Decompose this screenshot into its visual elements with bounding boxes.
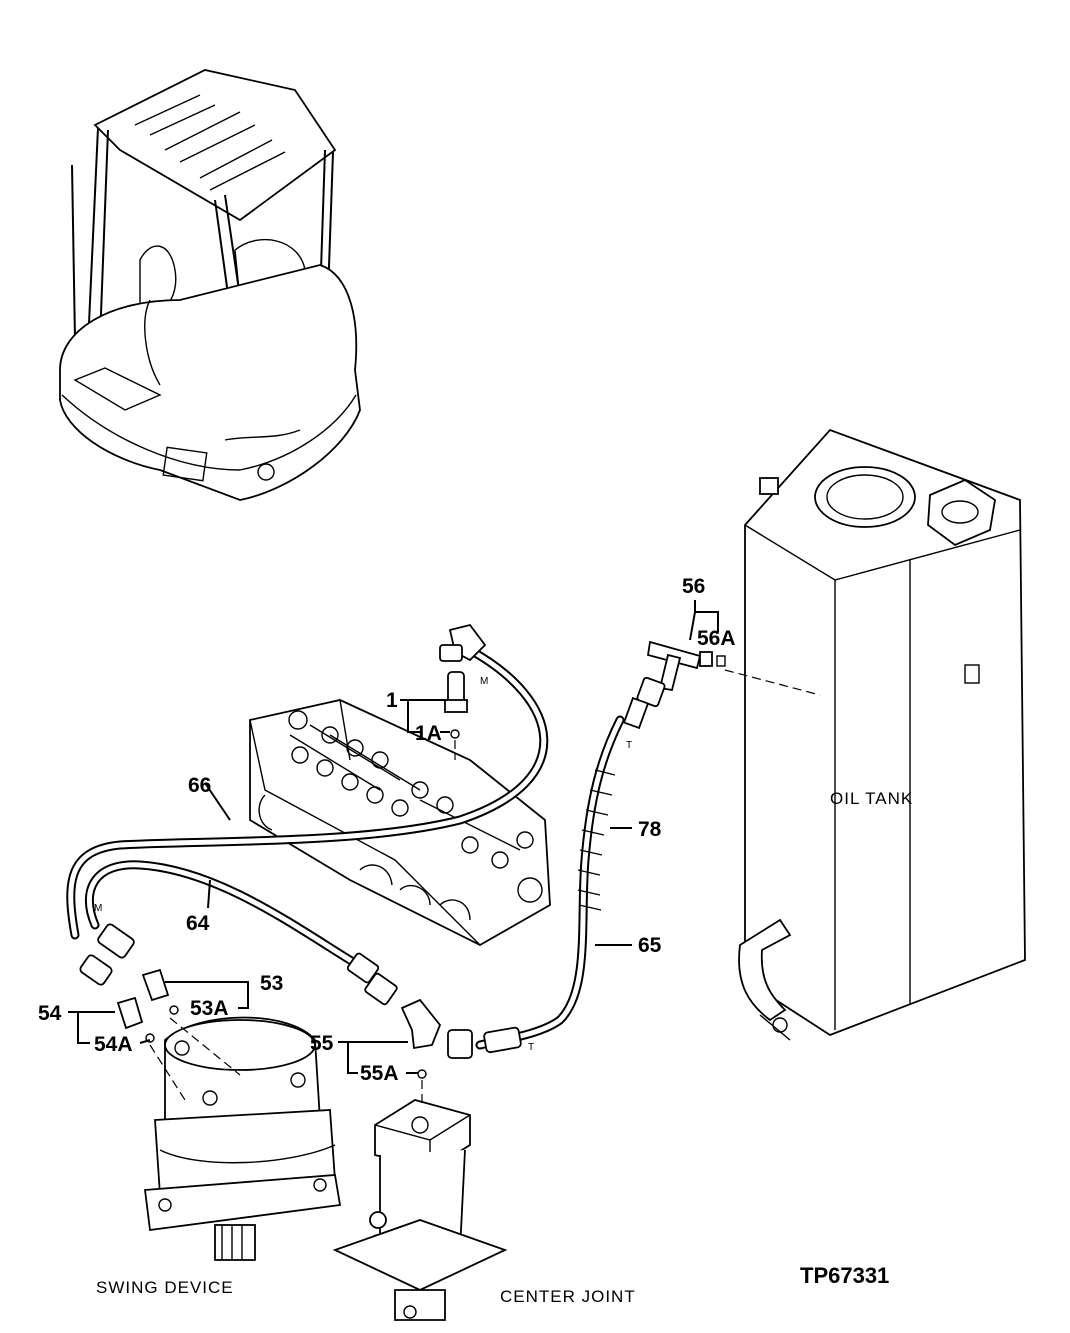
label-1: 1 [386,689,398,712]
label-64: 64 [186,912,210,935]
label-56a: 56A [697,627,736,650]
fittings [79,623,726,1079]
label-55a: 55A [360,1062,399,1085]
control-valve-illustration [249,699,551,947]
excavator-illustration [59,69,361,501]
label-54: 54 [38,1002,62,1025]
drawing-code: TP67331 [800,1263,889,1288]
part-labels: 1 1A 53 53A 54 54A 55 55A 56 56A 64 65 6… [38,575,736,1085]
mark-m-upper: M [480,676,488,687]
label-54a: 54A [94,1033,133,1056]
label-53: 53 [260,972,283,995]
caption-swing-device: SWING DEVICE [96,1278,234,1297]
label-55: 55 [310,1032,334,1055]
oil-tank-illustration [738,428,1026,1041]
swing-device-illustration [143,1016,342,1261]
hoses [66,645,625,1050]
phantom-lines [149,669,821,1108]
label-56: 56 [682,575,705,598]
label-53a: 53A [190,997,229,1020]
center-joint-illustration [332,1099,508,1321]
mark-m-lower: M [94,903,102,914]
leader-lines [68,600,719,1074]
label-66: 66 [188,774,211,797]
label-78: 78 [638,818,662,841]
captions: OIL TANK SWING DEVICE CENTER JOINT TP673… [96,789,913,1306]
label-65: 65 [638,934,662,957]
hose-marks: M M T T [94,676,632,1053]
caption-center-joint: CENTER JOINT [500,1287,636,1306]
mark-t-lower: T [528,1042,534,1053]
mark-t-upper: T [626,740,632,751]
caption-oil-tank: OIL TANK [830,789,913,808]
label-1a: 1A [415,722,442,745]
